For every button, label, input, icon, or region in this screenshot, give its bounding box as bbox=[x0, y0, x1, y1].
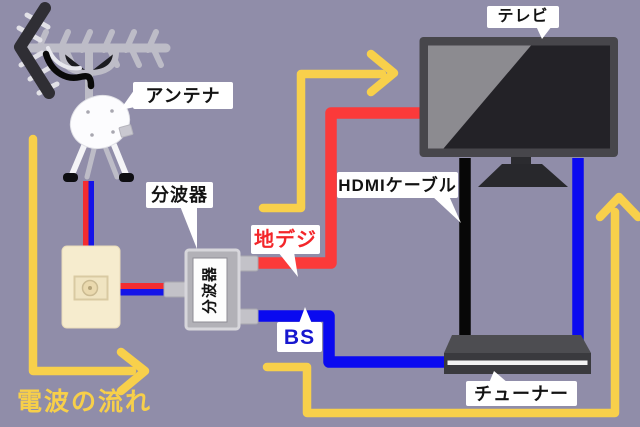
tuner-label: チューナー bbox=[466, 381, 577, 406]
flow-arrow-right bbox=[262, 192, 640, 418]
splitter-device-text: 分波器 bbox=[201, 265, 219, 315]
hdmi-cable-label-text: HDMIケーブル bbox=[338, 175, 457, 195]
splitter-callout-label: 分波器 bbox=[146, 182, 213, 208]
outlet-to-splitter-cable bbox=[120, 283, 172, 296]
wall-outlet bbox=[61, 245, 121, 329]
flow-caption: 電波の流れ bbox=[17, 390, 152, 415]
antenna-label-text: アンテナ bbox=[145, 85, 221, 106]
antenna-reflector bbox=[14, 2, 60, 99]
tuner-label-tail bbox=[489, 371, 508, 383]
splitter-label-tail bbox=[180, 206, 197, 249]
flow-caption-text: 電波の流れ bbox=[17, 388, 153, 416]
tv-label-text: テレビ bbox=[497, 8, 549, 25]
splitter-input-connector bbox=[163, 281, 189, 298]
tv-stand-base bbox=[478, 164, 568, 187]
splitter-device-label: 分波器 bbox=[193, 258, 227, 322]
antenna-body bbox=[69, 95, 131, 149]
tv-label: テレビ bbox=[487, 6, 559, 28]
flow-arrow-middle bbox=[258, 49, 399, 213]
hdmi-cable-label: HDMIケーブル bbox=[337, 172, 458, 198]
flow-arrow-left bbox=[28, 134, 150, 396]
tv-screen-glare bbox=[428, 45, 531, 149]
antenna-lead-cable bbox=[42, 50, 95, 90]
tv-label-tail bbox=[536, 26, 552, 39]
antenna-foot bbox=[119, 173, 134, 182]
bs-cable bbox=[250, 310, 452, 368]
antenna-drop-cable bbox=[83, 181, 94, 251]
bs-cable-label-text: BS bbox=[283, 325, 316, 349]
tuner-device bbox=[444, 335, 591, 374]
antenna-foot bbox=[63, 173, 78, 182]
antenna-label: アンテナ bbox=[133, 82, 233, 109]
terrestrial-cable-label-text: 地デジ bbox=[254, 228, 317, 251]
terrestrial-cable-label: 地デジ bbox=[251, 225, 320, 254]
splitter-callout-text: 分波器 bbox=[151, 185, 208, 205]
tuner-label-text: チューナー bbox=[474, 383, 569, 404]
splitter-device bbox=[163, 248, 259, 331]
hdmi-label-tail bbox=[432, 196, 461, 223]
antenna-illustration bbox=[14, 2, 171, 182]
bs-label-tail bbox=[298, 307, 313, 326]
tv bbox=[419, 37, 618, 187]
bs-cable-label: BS bbox=[277, 322, 322, 352]
terrestrial-label-tail bbox=[278, 252, 298, 277]
